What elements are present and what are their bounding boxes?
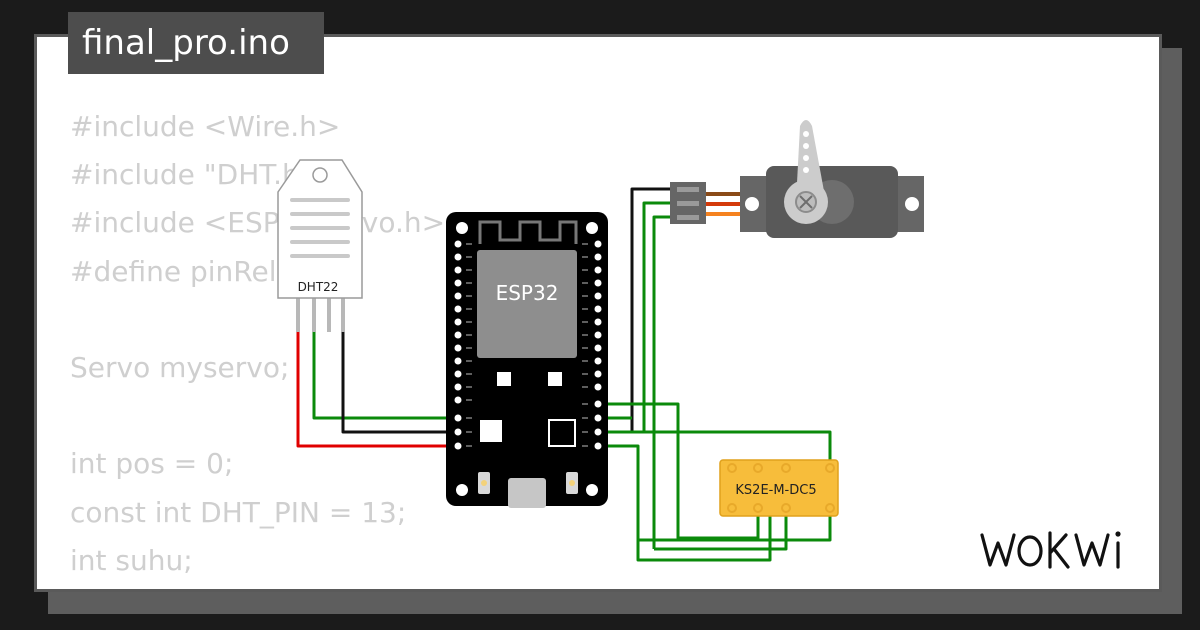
code-line: #include "DHT.h" — [70, 158, 313, 192]
esp32-module — [477, 250, 577, 358]
esp32-board[interactable]: ESP32 — [446, 212, 608, 508]
wire-servo-vcc — [602, 444, 772, 562]
relay-label: KS2E-M-DC5 — [735, 483, 816, 498]
code-line: Servo myservo; — [70, 350, 290, 384]
code-line: int suhu; — [70, 543, 193, 577]
antenna-trace — [478, 220, 578, 244]
wire-servo-gnd — [602, 187, 670, 434]
dht22-label: DHT22 — [298, 280, 339, 294]
wire-servo-v2 — [652, 215, 670, 549]
wire-dht-vcc — [296, 330, 458, 448]
relay-module[interactable]: KS2E-M-DC5 — [719, 459, 839, 517]
code-preview: #include <Wire.h>#include "DHT.h"#includ… — [70, 103, 445, 585]
servo-motor[interactable] — [670, 120, 924, 238]
sketch-title: final_pro.ino — [68, 12, 324, 74]
relay-pins — [727, 463, 835, 513]
wire-relay-signal — [602, 402, 760, 540]
wire-relay-vcc — [654, 506, 788, 551]
wire-dht-gnd — [341, 330, 458, 434]
wire-servo-signal — [642, 201, 670, 432]
code-line: const int DHT_PIN = 13; — [70, 495, 407, 529]
wokwi-logo — [980, 531, 1121, 569]
right-header-pins — [594, 240, 602, 450]
left-header-pins — [454, 240, 462, 450]
wire-relay-gnd — [602, 430, 832, 464]
usb-port — [508, 478, 546, 508]
pin-label-marks — [466, 243, 588, 447]
dht22-sensor[interactable]: DHT22 — [277, 159, 363, 332]
code-line: int pos = 0; — [70, 447, 234, 481]
wire-relay-com — [636, 446, 832, 542]
dht22-grille — [290, 198, 350, 258]
code-line: #include <Wire.h> — [70, 110, 341, 143]
esp32-label: ESP32 — [496, 281, 559, 305]
wires — [296, 187, 832, 562]
wire-dht-data — [312, 330, 458, 420]
